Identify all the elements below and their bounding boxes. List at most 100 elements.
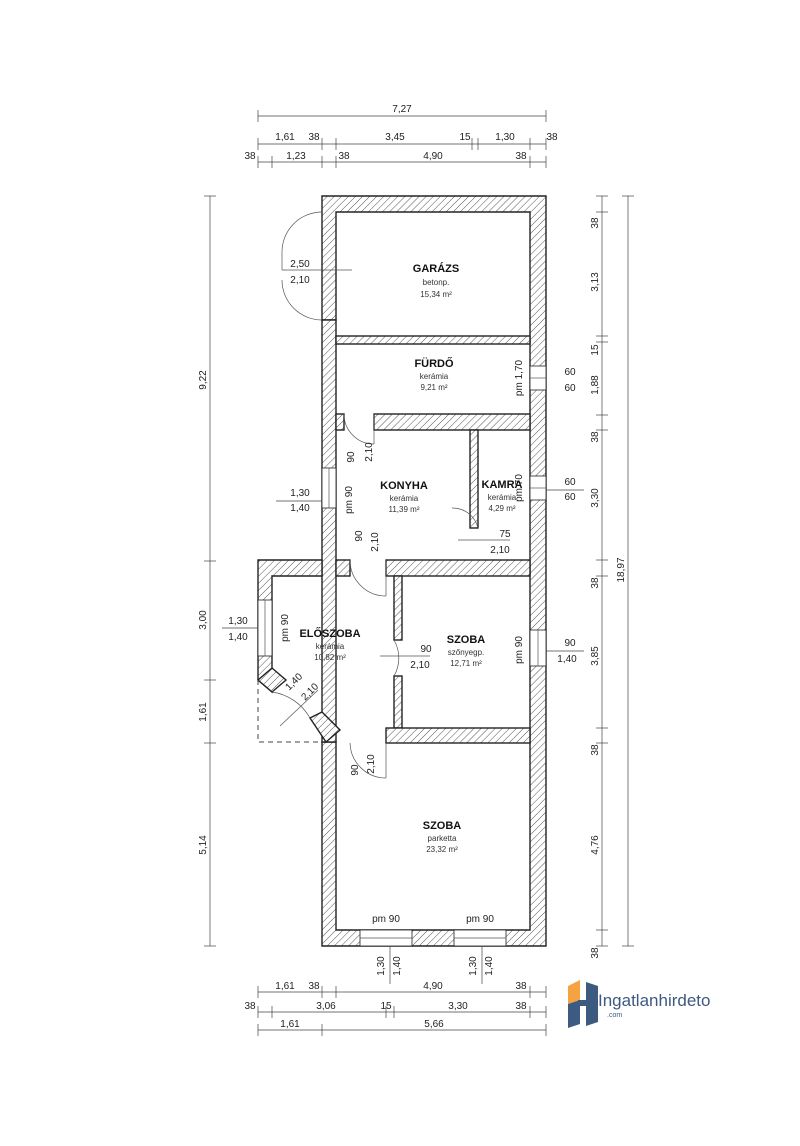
garage-door-w: 2,50 — [290, 259, 310, 270]
room-furdo-name: FÜRDŐ — [414, 357, 454, 370]
dim-top-r3-2: 38 — [338, 151, 350, 162]
bath-win-pm: pm 1,70 — [514, 359, 525, 396]
room-garazs-area: 15,34 m² — [420, 290, 452, 299]
room1-win-pm: pm 90 — [514, 636, 525, 664]
kitchen-door-w: 90 — [354, 530, 365, 542]
room-eloszoba-name: ELŐSZOBA — [299, 627, 360, 640]
room-garazs-floor: betonp. — [423, 278, 450, 287]
wall-kitchen-hall-stub — [335, 559, 351, 577]
hall-win-pm: pm 90 — [280, 614, 291, 642]
room-furdo-floor: kerámia — [420, 372, 449, 381]
room-konyha-floor: kerámia — [390, 494, 419, 503]
dim-bot-r2-1: 3,06 — [316, 1001, 336, 1012]
room2-win1-w: 1,30 — [376, 956, 387, 976]
pantry-win-pm: pm 70 — [514, 474, 525, 502]
garage-door-h: 2,10 — [290, 275, 310, 286]
dim-right-0: 38 — [590, 217, 601, 229]
garage-door-swing-bottom — [281, 279, 323, 321]
kitchen-door-swing — [349, 559, 387, 597]
garage-door-swing-top — [281, 211, 323, 253]
room2-door-w: 90 — [350, 764, 361, 776]
dim-top-r2-2: 3,45 — [385, 132, 405, 143]
dim-top-r2-4: 1,30 — [495, 132, 515, 143]
hall-win-w: 1,30 — [228, 616, 248, 627]
room1-win-h: 1,40 — [557, 654, 577, 665]
dim-left-1: 3,00 — [198, 610, 209, 630]
hall-entry-jamb — [308, 711, 342, 744]
dim-top-r2-5: 38 — [546, 132, 558, 143]
dim-top-r3-4: 38 — [515, 151, 527, 162]
west-wall — [321, 319, 337, 743]
room-labels: GARÁZS betonp. 15,34 m² FÜRDŐ kerámia 9,… — [299, 262, 522, 854]
dim-right-3: 1,88 — [590, 375, 601, 395]
room2-door-swing — [349, 742, 387, 779]
entry-door-w: 1,40 — [283, 671, 305, 693]
dim-right-1: 3,13 — [590, 272, 601, 292]
dim-bot-r1-3: 38 — [515, 981, 527, 992]
room-szoba2-floor: parketta — [428, 834, 457, 843]
room-szoba1-name: SZOBA — [447, 634, 486, 646]
logo-mark-left — [568, 1000, 580, 1028]
logo-com: .com — [607, 1012, 622, 1019]
dim-top-r2-0: 1,61 — [275, 132, 295, 143]
bath-door-w: 90 — [346, 451, 357, 463]
room1-win-w: 90 — [564, 638, 576, 649]
dim-bot-r2-0: 38 — [244, 1001, 256, 1012]
wall-room1-room2 — [385, 727, 531, 744]
dim-bot-r3-1: 5,66 — [424, 1019, 444, 1030]
dim-left-2: 1,61 — [198, 702, 209, 722]
pantry-door-swing — [451, 507, 479, 529]
site-logo: Ingatlanhirdeto .com — [568, 980, 710, 1028]
pantry-win-w: 60 — [564, 477, 576, 488]
pantry-win-h: 60 — [564, 492, 576, 503]
room2-win2-pm: pm 90 — [466, 914, 494, 925]
dim-right-2: 15 — [590, 344, 601, 356]
dim-bot-r2-3: 3,30 — [448, 1001, 468, 1012]
dim-left-0: 9,22 — [198, 370, 209, 390]
room-konyha-area: 11,39 m² — [389, 505, 420, 514]
wall-hall-room1-upper — [393, 575, 403, 641]
dim-bot-r1-1: 38 — [308, 981, 320, 992]
dim-top-r2-1: 38 — [308, 132, 320, 143]
bath-door-h: 2,10 — [364, 442, 375, 462]
dim-bot-r2-2: 15 — [380, 1001, 392, 1012]
dim-right-10: 38 — [590, 947, 601, 959]
right-dimensions: 38 3,13 15 1,88 38 3,30 38 3,85 38 4,76 … — [590, 195, 634, 959]
room2-win1-h: 1,40 — [392, 956, 403, 976]
entry-door-h: 2,10 — [299, 681, 321, 703]
room-szoba1-area: 12,71 m² — [450, 659, 482, 668]
room1-door-w: 90 — [420, 644, 432, 655]
room-garazs-name: GARÁZS — [413, 262, 459, 275]
room1-door-h: 2,10 — [410, 660, 430, 671]
doors — [271, 211, 510, 779]
dim-right-total: 18,97 — [616, 557, 627, 582]
bath-win-w: 60 — [564, 367, 576, 378]
room-szoba1-floor: szőnyegp. — [448, 648, 484, 657]
pantry-door-w: 75 — [499, 529, 511, 540]
top-dimensions: 7,27 1,61 38 3,45 15 1,30 38 38 1,23 38 … — [244, 104, 558, 168]
dim-right-5: 3,30 — [590, 488, 601, 508]
dim-right-8: 38 — [590, 744, 601, 756]
dim-bot-r3-0: 1,61 — [280, 1019, 300, 1030]
dim-right-6: 38 — [590, 577, 601, 589]
bottom-dimensions: 1,61 38 4,90 38 38 3,06 15 3,30 38 1,61 … — [244, 981, 547, 1036]
room-szoba2-name: SZOBA — [423, 820, 462, 832]
logo-mark-accent — [568, 980, 580, 1004]
room2-win2-h: 1,40 — [484, 956, 495, 976]
wall-kitchen-pantry — [469, 429, 479, 529]
dim-top-total: 7,27 — [392, 104, 412, 115]
wall-kitchen-room1 — [385, 559, 531, 577]
dim-bot-r1-2: 4,90 — [423, 981, 443, 992]
room-eloszoba-floor: kerámia — [316, 642, 345, 651]
room2-win1-pm: pm 90 — [372, 914, 400, 925]
room-kamra-area: 4,29 m² — [488, 504, 515, 513]
bath-door-swing — [343, 413, 375, 445]
dim-top-r3-3: 4,90 — [423, 151, 443, 162]
kitchen-win-pm: pm 90 — [344, 486, 355, 514]
dim-left-3: 5,14 — [198, 835, 209, 855]
terrace-outline — [257, 680, 322, 743]
room2-win2-w: 1,30 — [468, 956, 479, 976]
dim-top-r3-1: 1,23 — [286, 151, 306, 162]
kitchen-win-w: 1,30 — [290, 488, 310, 499]
dim-top-r2-3: 15 — [459, 132, 471, 143]
